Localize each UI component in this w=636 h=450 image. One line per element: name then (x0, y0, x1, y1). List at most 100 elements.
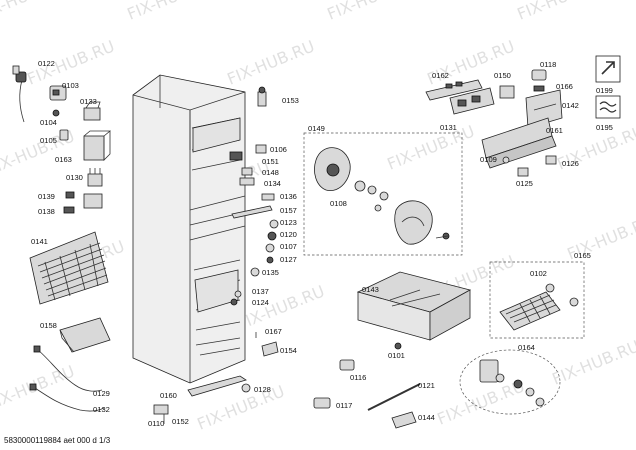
part-0109 (502, 156, 510, 164)
rail-0157 (231, 205, 273, 219)
ice-tray-0165 (499, 283, 579, 331)
label-0102: 0102 (530, 269, 547, 278)
label-0110: 0110 (148, 419, 164, 428)
label-0160: 0160 (160, 391, 177, 400)
bracket-0133 (83, 101, 101, 121)
footer-code: 5830000119884 aet 000 d 1/3 (4, 436, 111, 445)
valve-0164 (479, 359, 545, 407)
label-0118: 0118 (540, 60, 556, 69)
light-0142 (525, 89, 563, 129)
fan-motor-0108 (314, 147, 389, 212)
hinge-0153 (257, 86, 267, 107)
cable-0129 (33, 345, 103, 392)
part-0123 (269, 219, 279, 229)
label-0127: 0127 (280, 255, 297, 264)
label-0128: 0128 (254, 385, 271, 394)
label-0122: 0122 (38, 59, 55, 68)
control-board-0162 (425, 79, 483, 101)
label-0139: 0139 (38, 192, 55, 201)
part-0151 (229, 151, 243, 161)
label-0101: 0101 (388, 351, 405, 360)
label-0144: 0144 (418, 413, 435, 422)
shelf-0137 (234, 290, 242, 298)
label-0148: 0148 (262, 168, 279, 177)
icon-box-0195 (595, 95, 621, 119)
label-0129: 0129 (93, 389, 110, 398)
label-0158: 0158 (40, 321, 57, 330)
label-0157: 0157 (280, 206, 297, 215)
fridge-cabinet (132, 74, 246, 384)
part-0118 (531, 69, 547, 81)
label-0103: 0103 (62, 81, 79, 90)
label-0121: 0121 (418, 381, 435, 390)
label-0167: 0167 (265, 327, 282, 336)
part-0135 (250, 267, 260, 277)
watermark: FIX-HUB.RU (324, 0, 417, 24)
watermark: FIX-HUB.RU (224, 36, 317, 88)
screw-0101 (394, 342, 402, 350)
label-0135: 0135 (262, 268, 279, 277)
thermostat-0130 (87, 168, 103, 187)
label-0153: 0153 (282, 96, 299, 105)
part-0125 (517, 167, 529, 177)
hinge-0110 (153, 404, 169, 415)
part-0107 (265, 243, 275, 253)
part-0134 (239, 177, 255, 186)
label-0154: 0154 (280, 346, 297, 355)
watermark: FIX-HUB.RU (234, 281, 327, 333)
part-0136 (261, 193, 275, 201)
label-0141: 0141 (31, 237, 48, 246)
label-0199: 0199 (596, 86, 613, 95)
label-0123: 0123 (280, 218, 297, 227)
label-0120: 0120 (280, 230, 297, 239)
heater-rod-0121 (367, 383, 421, 411)
part-0150b (499, 85, 515, 99)
label-0132: 0132 (93, 405, 110, 414)
label-0131: 0131 (440, 123, 457, 132)
part-0127 (266, 256, 274, 264)
group-frame-0149 (303, 132, 463, 256)
part-0144 (391, 411, 417, 429)
foot-0160 (187, 375, 247, 397)
label-0109: 0109 (480, 155, 497, 164)
label-0130: 0130 (66, 173, 83, 182)
evaporator-0143 (356, 271, 472, 341)
part-0154 (261, 341, 279, 357)
label-0163: 0163 (55, 155, 72, 164)
condenser-0141 (29, 231, 109, 305)
label-0105: 0105 (40, 136, 57, 145)
watermark: FIX-HUB.RU (424, 36, 517, 88)
part-0128 (241, 383, 251, 393)
part-0148 (241, 167, 253, 176)
icon-box-0199 (595, 55, 621, 83)
watermark: FIX-HUB.RU (384, 121, 477, 173)
label-0136: 0136 (280, 192, 297, 201)
part-labels: 0122 0103 0133 0104 0105 0163 0130 0139 … (31, 59, 613, 428)
label-0134: 0134 (264, 179, 281, 188)
label-0125: 0125 (516, 179, 533, 188)
label-0142: 0142 (562, 101, 579, 110)
label-0166: 0166 (556, 82, 573, 91)
power-cord-0122 (12, 65, 27, 123)
part-0117 (313, 397, 331, 409)
label-0138: 0138 (38, 207, 55, 216)
part-0120 (267, 231, 277, 241)
watermark: FIX-HUB.RU (0, 0, 67, 24)
label-0149: 0149 (308, 124, 325, 133)
watermark: FIX-HUB.RU (434, 376, 527, 428)
label-0165: 0165 (574, 251, 591, 260)
part-0116 (339, 359, 355, 371)
label-0164: 0164 (518, 343, 535, 352)
group-frame-0164 (459, 349, 561, 415)
label-0151: 0151 (262, 157, 279, 166)
group-frame-0165 (489, 261, 585, 339)
part-0166 (533, 85, 545, 92)
capacitor-0163 (83, 130, 112, 161)
label-0107: 0107 (280, 242, 297, 251)
relay-0103 (49, 85, 67, 101)
label-0143: 0143 (362, 285, 379, 294)
watermark: FIX-HUB.RU (514, 0, 607, 24)
part-0150 (449, 87, 495, 115)
label-0137: 0137 (252, 287, 269, 296)
label-0104: 0104 (40, 118, 57, 127)
